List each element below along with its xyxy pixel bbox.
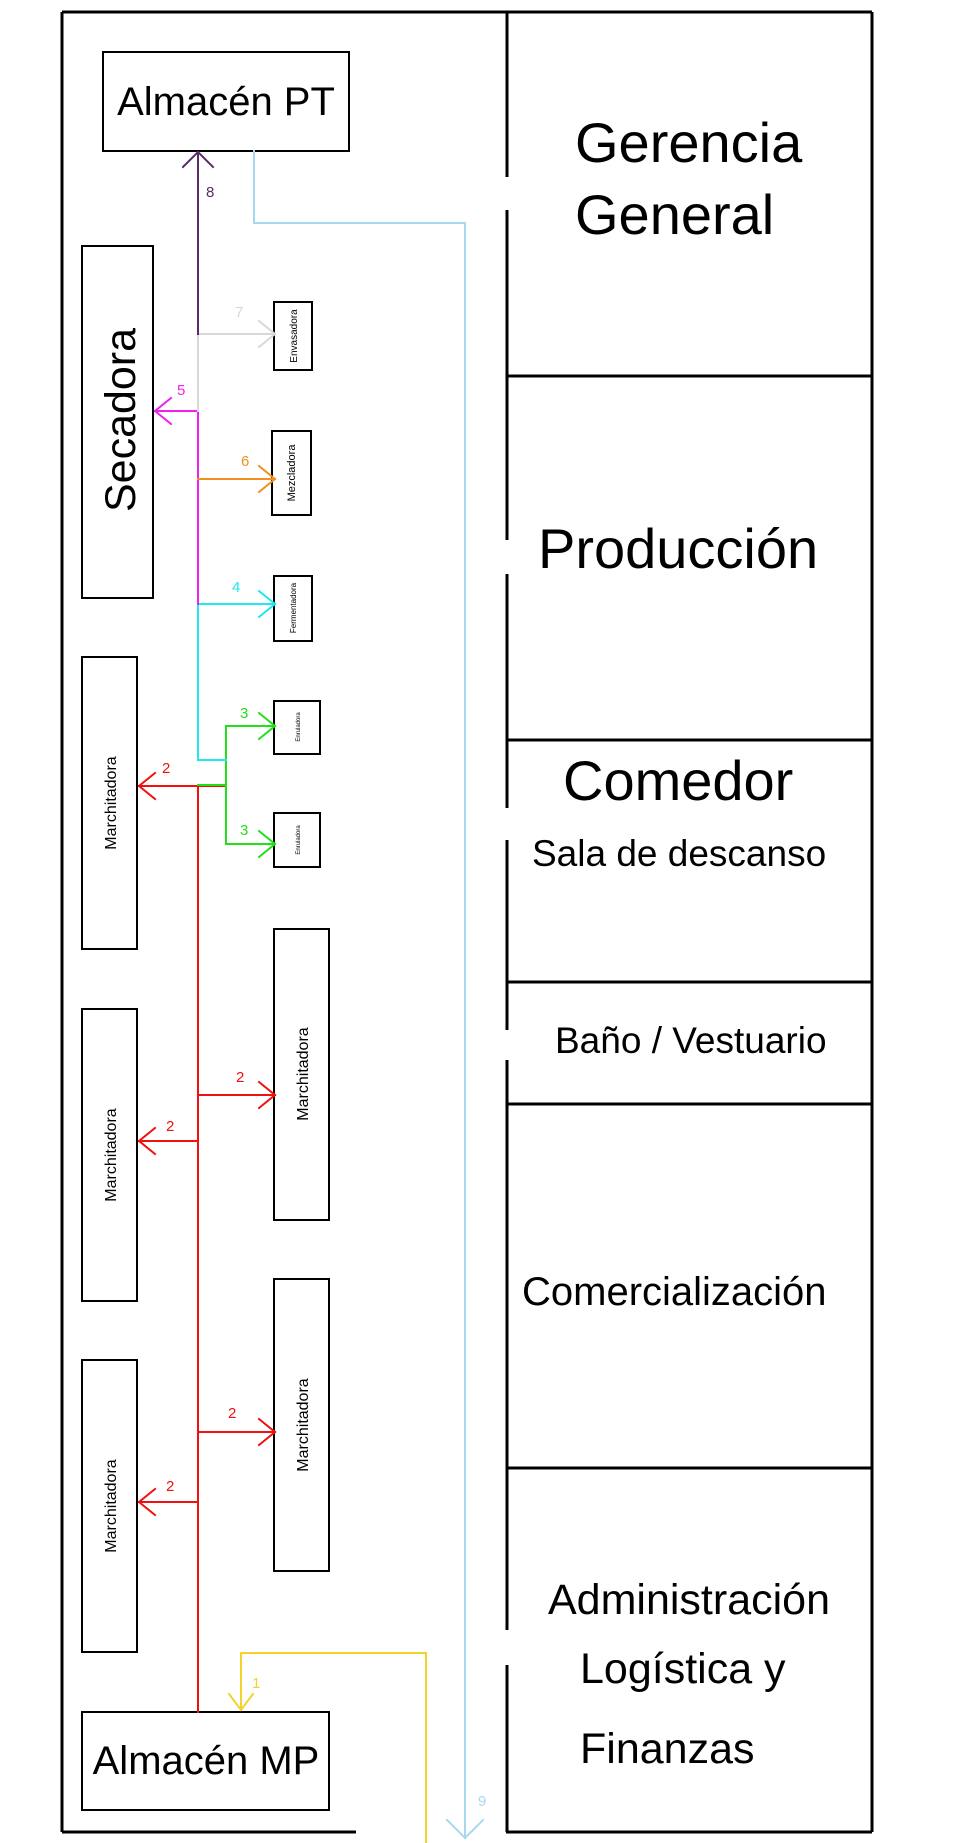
flow-label-2d: 2 [166,1478,174,1495]
enruladora-lower-label: Enruladora [296,825,302,855]
marchitadora-left-2-label: Marchitadora [103,1108,120,1201]
marchitadora-left-3: Marchitadora [81,1359,138,1653]
room-bano-vestuario: Baño / Vestuario [555,1020,827,1061]
flow-label-1: 1 [252,1675,260,1692]
almacen-mp-label: Almacén MP [93,1739,320,1783]
almacen-pt-label: Almacén PT [117,80,335,124]
almacen-mp: Almacén MP [81,1711,330,1811]
flow-step-1 [227,1652,427,1843]
flow-label-9: 9 [478,1793,486,1810]
marchitadora-right-1: Marchitadora [273,928,330,1221]
room-admin-line1: Administración [548,1576,830,1624]
enruladora-lower: Enruladora [273,812,321,868]
room-produccion: Producción [538,517,818,580]
flow-step-4 [197,589,277,761]
room-admin-line3: Finanzas [580,1725,754,1773]
marchitadora-left-1: Marchitadora [81,656,138,950]
marchitadora-right-1-label: Marchitadora [295,1027,312,1120]
flow-label-3a: 3 [240,705,248,722]
enruladora-upper-label: Enruladora [296,712,302,742]
flow-step-8 [181,150,215,335]
flow-label-2a: 2 [162,760,170,777]
flow-step-6 [197,464,277,494]
marchitadora-left-1-label: Marchitadora [103,756,120,849]
marchitadora-right-2: Marchitadora [273,1278,330,1572]
mezcladora-label: Mezcladora [286,444,298,502]
flow-step-3 [197,711,277,859]
room-comedor: Comedor [563,749,793,812]
marchitadora-left-2: Marchitadora [81,1008,138,1302]
envasadora-label: Envasadora [289,309,300,363]
room-gerencia-line2: General [575,183,774,246]
flow-label-7: 7 [235,304,243,321]
room-gerencia-line1: Gerencia [575,111,803,174]
flow-label-3b: 3 [240,822,248,839]
flow-step-labels: 9 1 2 2 2 2 2 3 3 4 5 6 7 8 [162,184,486,1810]
mezcladora: Mezcladora [271,430,312,516]
secadora-label: Secadora [97,328,145,512]
flow-step-9 [253,150,485,1840]
flow-label-8: 8 [206,184,214,201]
secadora: Secadora [81,245,154,599]
flow-step-5 [153,396,199,605]
fermentadora: Fermentadora [273,575,313,642]
room-admin-line2: Logística y [580,1645,786,1693]
walls [60,10,874,1834]
marchitadora-right-2-label: Marchitadora [295,1378,312,1471]
flow-step-2 [137,771,277,1713]
flow-label-6: 6 [241,453,249,470]
flow-label-5: 5 [177,382,185,399]
flow-label-2b: 2 [166,1118,174,1135]
flow-label-4: 4 [232,579,240,596]
fermentadora-label: Fermentadora [289,582,298,633]
envasadora: Envasadora [273,301,313,371]
almacen-pt: Almacén PT [102,51,350,152]
flow-label-2c: 2 [236,1069,244,1086]
enruladora-upper: Enruladora [273,700,321,755]
flow-label-2e: 2 [228,1405,236,1422]
room-sala-descanso: Sala de descanso [532,833,826,874]
flow-step-7 [197,319,277,412]
room-comercializacion: Comercialización [522,1270,827,1314]
marchitadora-left-3-label: Marchitadora [103,1459,120,1552]
